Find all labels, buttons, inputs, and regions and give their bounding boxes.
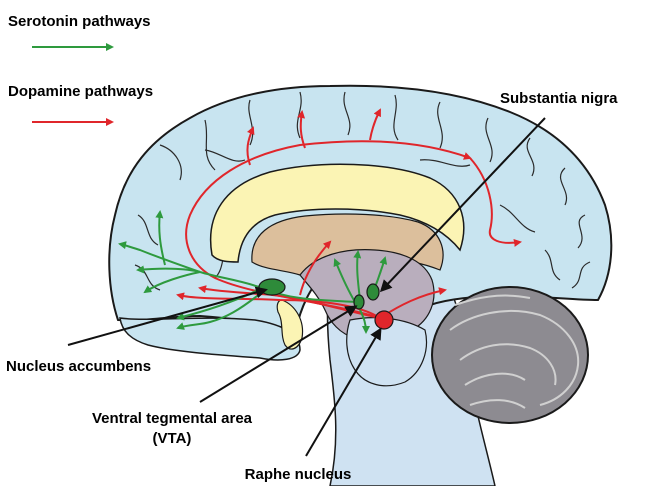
label-substantia-nigra: Substantia nigra <box>500 90 618 107</box>
label-raphe-nucleus: Raphe nucleus <box>245 466 352 483</box>
nucleus-accumbens-node <box>259 279 285 295</box>
legend: Serotonin pathways Dopamine pathways <box>8 13 153 122</box>
cerebellum <box>432 287 588 423</box>
legend-dopamine-label: Dopamine pathways <box>8 83 153 100</box>
label-nucleus-accumbens: Nucleus accumbens <box>6 358 151 375</box>
temporal-base <box>120 318 300 360</box>
vta-node <box>354 295 364 309</box>
raphe-nucleus-node <box>375 311 393 329</box>
substantia-nigra-node <box>367 284 379 300</box>
label-vta-line1: Ventral tegmental area <box>92 410 253 427</box>
legend-serotonin-label: Serotonin pathways <box>8 13 151 30</box>
label-vta-line2: (VTA) <box>153 430 192 447</box>
